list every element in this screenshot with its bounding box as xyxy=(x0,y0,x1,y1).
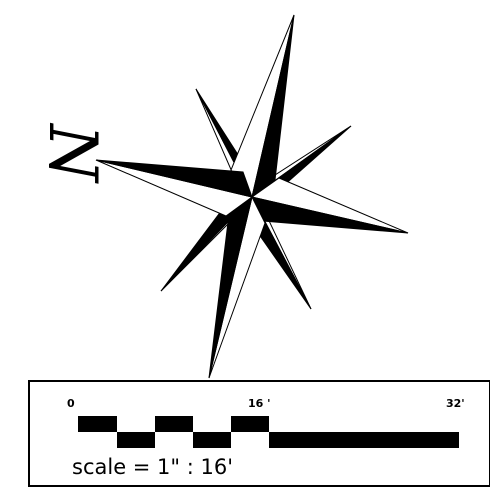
scale-tick-label-16: 16 ' xyxy=(248,397,271,410)
north-label: N xyxy=(34,122,111,184)
scale-bar xyxy=(78,416,459,448)
scale-tick-label-32: 32' xyxy=(446,397,465,410)
compass-rose-icon xyxy=(96,15,408,378)
scale-tick-label-0: 0 xyxy=(67,397,75,410)
scale-bar-segment xyxy=(269,432,459,448)
scale-bar-segment xyxy=(231,416,269,432)
scale-bar-segment xyxy=(78,416,117,432)
scale-bar-segment xyxy=(193,432,231,448)
scale-bar-segment xyxy=(117,432,155,448)
scale-bar-segment xyxy=(155,416,193,432)
compass-rose-primary-points xyxy=(96,15,408,378)
scale-caption: scale = 1" : 16' xyxy=(72,455,233,479)
